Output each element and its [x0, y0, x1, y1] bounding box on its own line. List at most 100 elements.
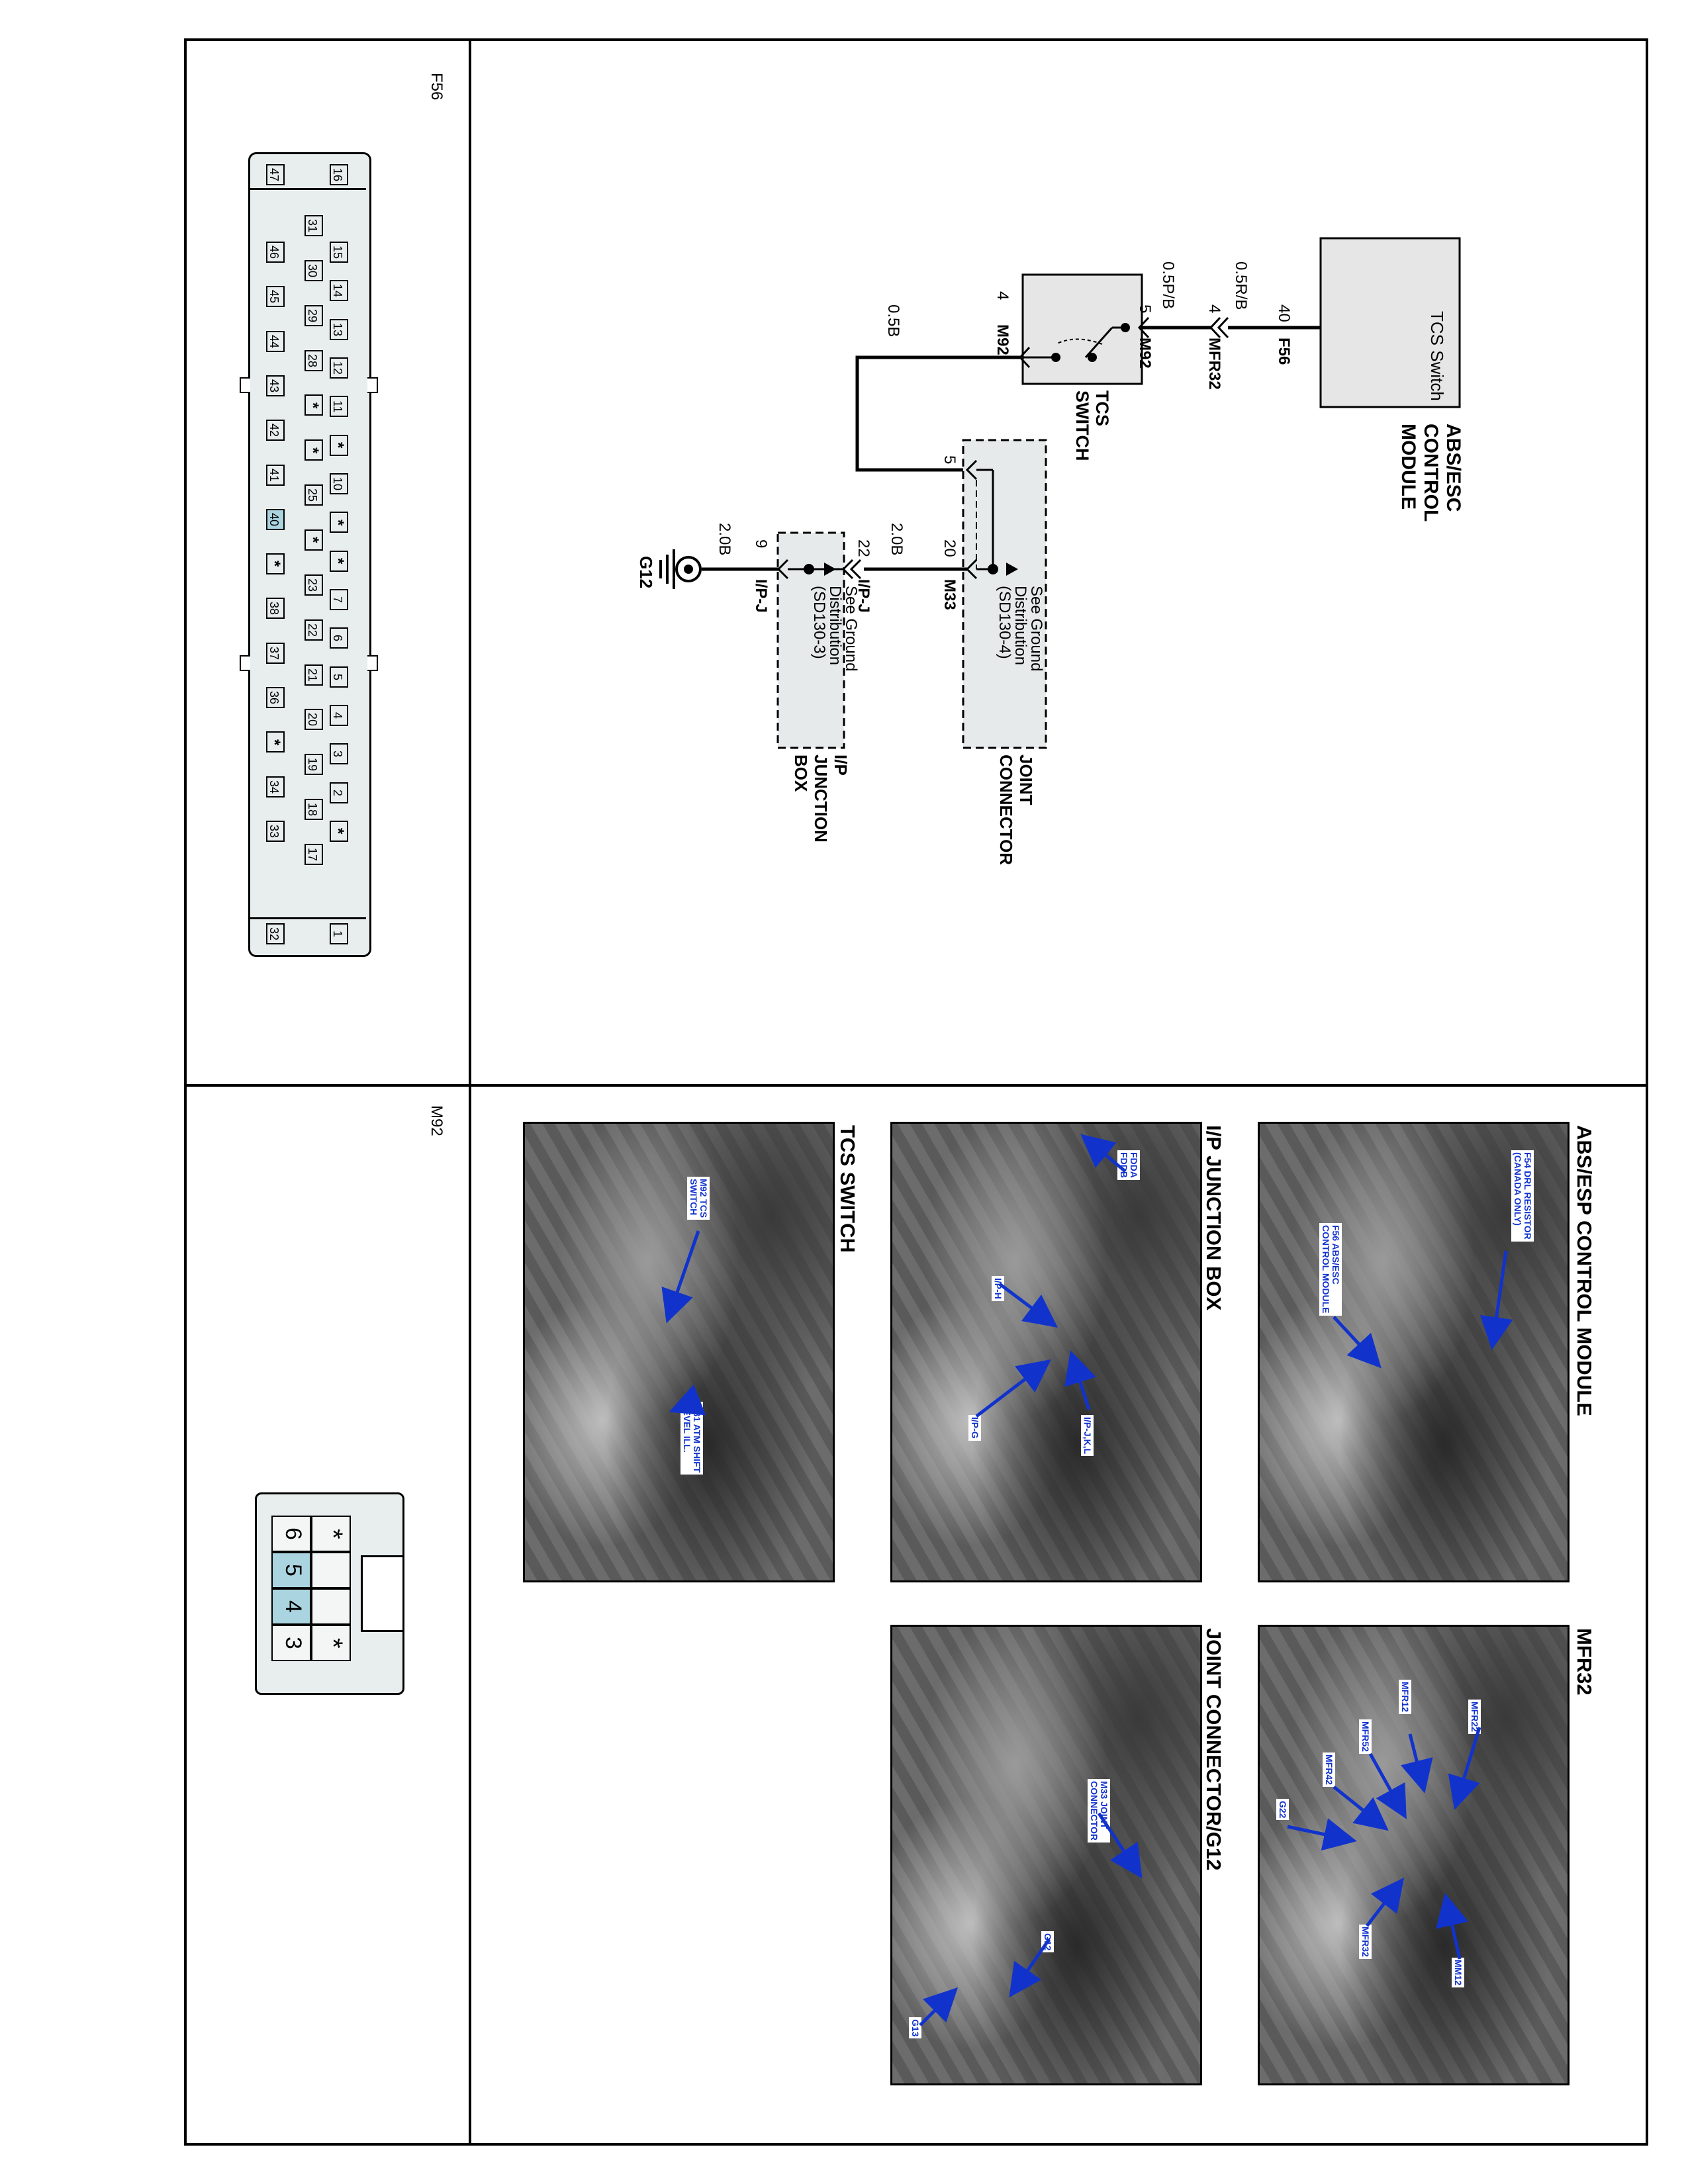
- f56-latch-2: [367, 377, 378, 393]
- callout-g22-p: G22: [1276, 1799, 1289, 1821]
- f56-pin-*: *: [265, 731, 285, 753]
- callout-ipjkl: I/P-J,K,L: [1081, 1415, 1094, 1457]
- f56-pin-29: 29: [305, 304, 323, 326]
- photo-abs-image: F54 DRL RESISTOR(CANADA ONLY) F56 ABS/ES…: [1258, 1122, 1570, 1582]
- f56-pin-43: 43: [266, 375, 285, 396]
- m92-title: M92: [428, 1105, 445, 1136]
- f56-pin-*: *: [329, 821, 348, 842]
- f56-pin-15: 15: [330, 242, 348, 263]
- f56-pin-45: 45: [266, 286, 285, 308]
- f56-pin-17: 17: [305, 844, 323, 865]
- photo-tcs-heading: TCS SWITCH: [836, 1125, 859, 1253]
- photo-mfr32-image: MFR12 MFR22 MFR52 MFR42 G22 MFR32 MM12: [1258, 1625, 1570, 2085]
- m92-pin-6: 6: [271, 1516, 311, 1552]
- callout-iph: I/P-H: [992, 1276, 1004, 1301]
- f56-pin-6: 6: [330, 627, 348, 649]
- f56-cap-bottom: [250, 917, 366, 954]
- wire-20b-b: 2.0B: [716, 523, 733, 556]
- mfr32-pin4: 4: [1205, 304, 1223, 314]
- f56-pin-2: 2: [330, 782, 348, 803]
- wire-20b-a: 2.0B: [888, 523, 906, 556]
- f56-pin-1: 1: [330, 923, 348, 944]
- f56-pin-42: 42: [266, 420, 285, 441]
- f56-pin-21: 21: [305, 664, 323, 686]
- f56-pin-25: 25: [305, 484, 323, 506]
- f56-pin-32: 32: [266, 923, 285, 944]
- m92-pin-5: 5: [271, 1552, 311, 1588]
- ipjb-pin22: 22: [855, 539, 872, 557]
- ipjb-pin9: 9: [752, 539, 770, 549]
- f56-pin-13: 13: [330, 318, 348, 340]
- f56-pin-11: 11: [330, 396, 348, 418]
- f56-pin-4: 4: [330, 705, 348, 726]
- ipjb-ipj-out: I/P-J: [752, 579, 770, 613]
- m92-pin-blank-3: [311, 1588, 351, 1625]
- callout-mfr12-p: MFR12: [1399, 1680, 1411, 1714]
- f56-pin-30: 30: [305, 259, 323, 281]
- ground-g12: G12: [636, 556, 656, 589]
- callout-ipg: I/P-G: [968, 1415, 981, 1441]
- callout-g12-p: G12: [1041, 1931, 1054, 1953]
- wire-05rb: 0.5R/B: [1232, 261, 1250, 310]
- photo-mfr32-heading: MFR32: [1573, 1628, 1596, 1696]
- callout-f54-drl: F54 DRL RESISTOR(CANADA ONLY): [1511, 1150, 1534, 1242]
- abs-module-rect: [1319, 237, 1461, 408]
- f56-cap-top: [250, 154, 366, 190]
- f56-pin-7: 7: [330, 589, 348, 610]
- f56-pin-46: 46: [266, 242, 285, 263]
- f56-latch-4: [367, 655, 378, 671]
- tcs-m92-bottom: M92: [994, 324, 1011, 355]
- m92-pin-blank-2: [311, 1552, 351, 1588]
- joint-m33: M33: [941, 579, 959, 610]
- f56-pin-14: 14: [330, 280, 348, 302]
- f56-pin-*: *: [329, 434, 348, 456]
- abs-tcs-switch-inner: TCS Switch: [1427, 311, 1447, 401]
- m92-pin-blank-1: *: [311, 1516, 351, 1552]
- f56-latch-3: [240, 655, 250, 671]
- m92-pin-blank-4: *: [311, 1625, 351, 1661]
- photo-joint-heading: JOINT CONNECTOR/G12: [1202, 1628, 1225, 1871]
- f56-pin-*: *: [265, 553, 285, 575]
- f56-pin-41: 41: [266, 464, 285, 486]
- f56-pin-37: 37: [266, 642, 285, 664]
- f56-pin-10: 10: [330, 473, 348, 494]
- m92-latch: [361, 1555, 404, 1632]
- callout-mm12-p: MM12: [1452, 1958, 1464, 1987]
- ipjb-ipj-in: I/P-J: [855, 579, 872, 613]
- callout-mfr42-p: MFR42: [1323, 1752, 1335, 1787]
- f56-pin-3: 3: [330, 743, 348, 765]
- wire-05pb: 0.5P/B: [1159, 261, 1177, 310]
- callout-g13-p: G13: [909, 2017, 921, 2039]
- f56-pin-*: *: [329, 550, 348, 572]
- photo-ipjb-heading: I/P JUNCTION BOX: [1202, 1125, 1225, 1311]
- f56-pin-22: 22: [305, 619, 323, 641]
- tcs-pin5: 5: [1136, 304, 1154, 314]
- f56-pin-*: *: [329, 512, 348, 533]
- f56-pin-19: 19: [305, 754, 323, 776]
- f56-pin-20: 20: [305, 709, 323, 731]
- f56-pin-16: 16: [330, 164, 348, 185]
- joint-pin5: 5: [941, 455, 959, 465]
- f56-pin-38: 38: [266, 598, 285, 619]
- m92-pin-4: 4: [271, 1588, 311, 1625]
- abs-f56: F56: [1275, 338, 1293, 365]
- photo-abs-heading: ABS/ESP CONTROL MODULE: [1573, 1125, 1596, 1416]
- mfr32-label: MFR32: [1205, 338, 1223, 390]
- f56-pin-47: 47: [266, 164, 285, 185]
- f56-latch-1: [240, 377, 250, 393]
